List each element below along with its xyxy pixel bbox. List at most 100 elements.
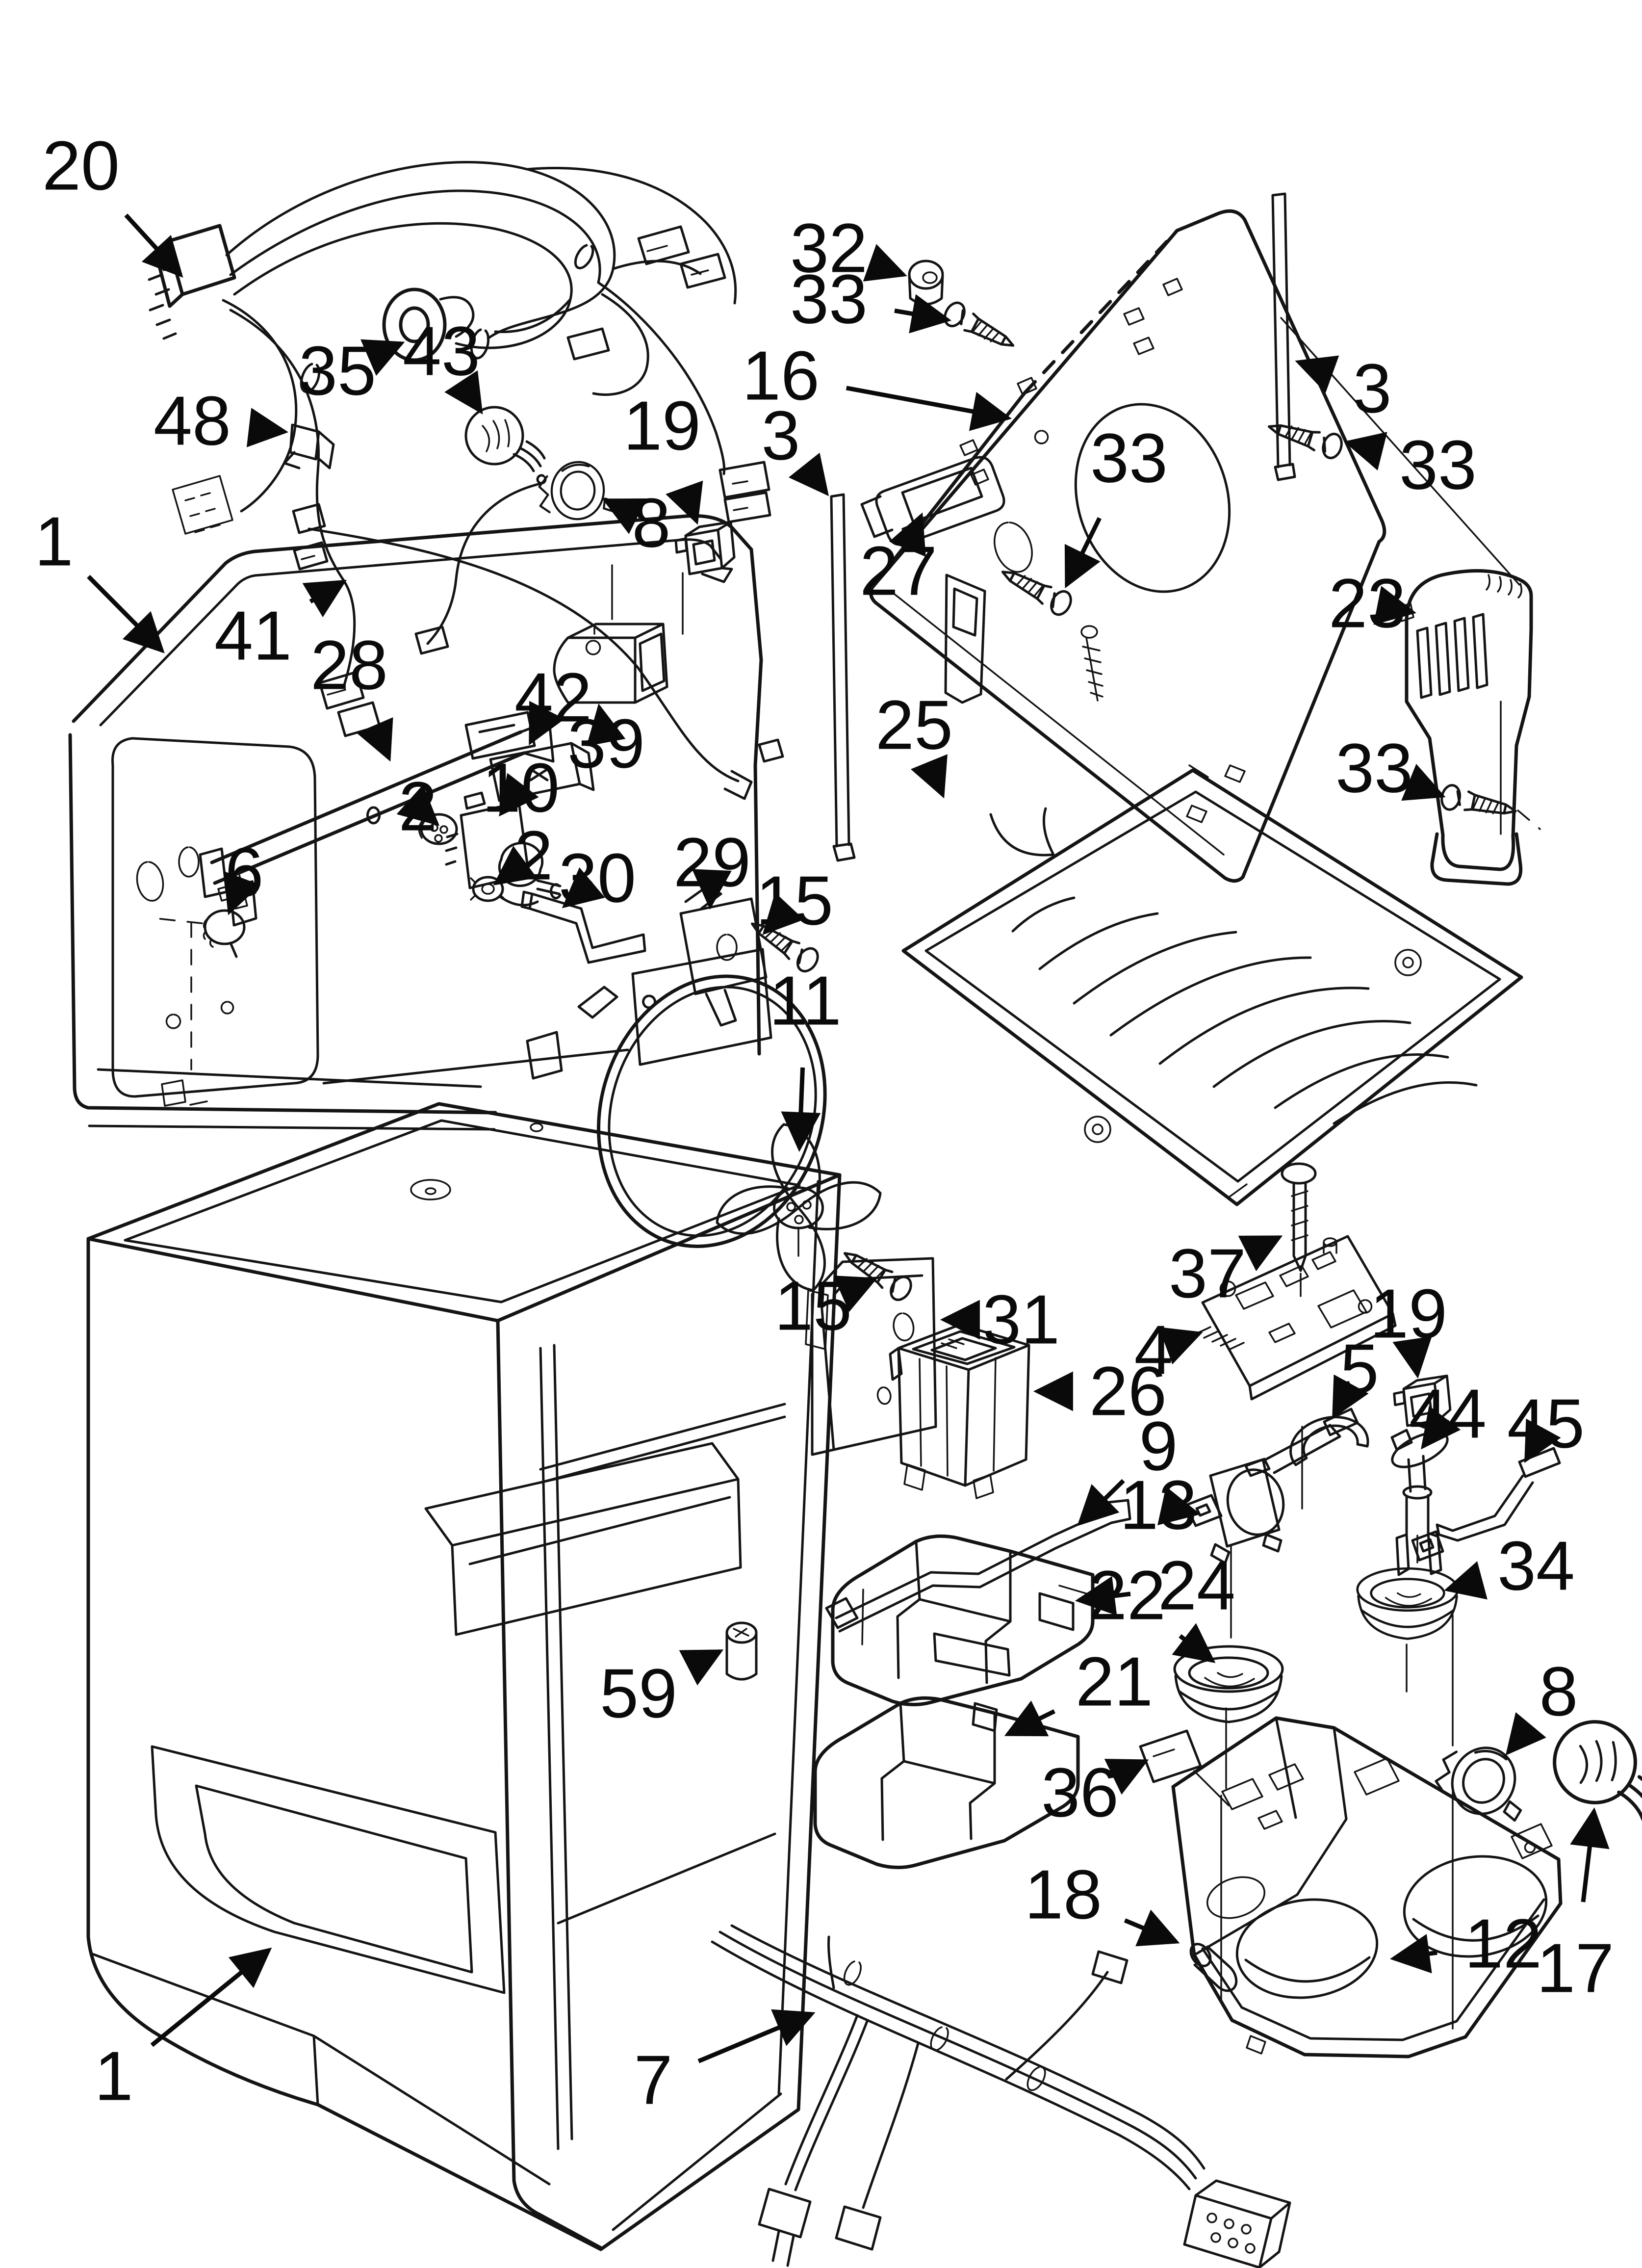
callout-arrow (357, 717, 393, 762)
part-callout-48: 48 (154, 382, 289, 460)
bottom-wiring-harness-drawing (711, 1924, 1291, 2268)
part-callout-3: 3 (762, 397, 829, 496)
part-callout-6: 6 (223, 834, 263, 915)
part-callout-19: 19 (623, 387, 703, 525)
callout-arrow (1570, 1807, 1610, 1903)
callout-arrow (833, 1275, 878, 1312)
callout-arrow (1075, 1576, 1131, 1616)
part-callout-29: 29 (673, 824, 751, 910)
lamp-socket-8b-drawing (1431, 1737, 1534, 1824)
part-callout-35: 35 (299, 332, 405, 410)
part-number-label: 2 (399, 768, 437, 846)
callout-arrow (1064, 517, 1102, 589)
part-number-label: 33 (1335, 730, 1413, 808)
callout-arrow (889, 512, 926, 557)
part-callout-19: 19 (1370, 1275, 1447, 1379)
part-number-label: 1 (35, 503, 74, 581)
part-number-label: 35 (299, 332, 376, 410)
plunger-44-drawing (1390, 1429, 1449, 1576)
part-number-label: 34 (1497, 1527, 1575, 1605)
part-callout-2: 2 (396, 768, 440, 846)
part-callout-2: 2 (493, 817, 553, 895)
part-number-label: 21 (1076, 1643, 1153, 1721)
part-number-label: 7 (634, 2041, 673, 2119)
callout-arrow (1104, 1759, 1149, 1795)
bracket-keyhole-drawing (944, 574, 986, 704)
part-number-label: 13 (1120, 1466, 1197, 1544)
part-number-label: 41 (214, 597, 292, 675)
drain-tray-25-drawing (901, 764, 1523, 1206)
callout-arrow (1401, 764, 1446, 801)
part-callout-9: 9 (1077, 1408, 1178, 1526)
part-callout-16: 16 (742, 337, 1012, 431)
part-callout-39: 39 (567, 704, 645, 783)
spacer-32-drawing (908, 260, 944, 306)
callout-arrow (1124, 1909, 1180, 1947)
part-number-label: 19 (1370, 1275, 1447, 1353)
callout-arrow (846, 386, 1012, 431)
control-board-4-drawing (1195, 1235, 1397, 1401)
part-callout-8: 8 (1505, 1653, 1578, 1756)
callout-arrow (863, 244, 907, 282)
part-callout-41: 41 (214, 579, 347, 675)
part-callout-21: 21 (1004, 1643, 1153, 1737)
part-number-label: 11 (769, 962, 841, 1040)
hanging-screw-drawing (1080, 625, 1103, 702)
part-callout-31: 31 (940, 1281, 1060, 1359)
callout-arrow (586, 704, 626, 747)
callout-arrow (1344, 432, 1387, 470)
callout-arrow (1524, 1418, 1561, 1463)
fuse-18-drawing (1189, 1943, 1238, 1992)
callout-arrow (444, 370, 483, 415)
part-number-label: 43 (403, 313, 480, 391)
part-callout-15: 15 (756, 862, 833, 940)
part-callout-11: 11 (769, 962, 842, 1152)
callout-arrow (562, 867, 605, 909)
part-callout-3: 3 (1295, 350, 1391, 428)
air-duct-24-drawing (831, 1534, 1095, 1707)
part-number-label: 15 (756, 862, 833, 940)
callout-arrow (499, 773, 539, 817)
callout-arrow (1172, 1623, 1216, 1663)
bracket-42-drawing (464, 711, 595, 802)
callout-arrow (1157, 1486, 1201, 1526)
console-group (1139, 1426, 1642, 2059)
part-number-label: 33 (1090, 419, 1168, 497)
callout-arrow (1158, 1327, 1203, 1365)
vent-27-drawing (860, 456, 1005, 546)
callout-arrow (1295, 355, 1339, 393)
callout-arrow (762, 892, 804, 935)
part-number-label: 31 (982, 1281, 1060, 1359)
screw-37-drawing (1281, 1162, 1317, 1297)
part-number-label: 32 (790, 209, 868, 287)
part-number-label: 12 (1464, 1905, 1542, 1983)
callout-arrow (1444, 1561, 1488, 1600)
part-number-label: 23 (1329, 565, 1406, 643)
rear-panel-16-drawing (860, 209, 1386, 883)
callout-arrow (1238, 1235, 1283, 1272)
part-number-label: 8 (1539, 1653, 1578, 1731)
callout-arrow (679, 1649, 724, 1686)
bowl-34-drawing (1358, 1568, 1458, 1639)
part-number-label: 18 (1025, 1856, 1102, 1934)
callout-arrow (1373, 586, 1416, 625)
callout-arrow (692, 869, 732, 910)
control-board-group (1195, 1162, 1450, 1466)
part-callout-44: 44 (1409, 1375, 1487, 1453)
part-number-label: 39 (567, 705, 645, 783)
callout-arrow (223, 871, 261, 915)
part-number-label: 28 (310, 626, 388, 704)
console-12-drawing (1171, 1716, 1563, 2059)
callout-arrow (910, 754, 948, 799)
part-number-label: 37 (1169, 1235, 1246, 1313)
part-number-label: 8 (632, 484, 671, 562)
part-callout-23: 23 (1329, 565, 1416, 643)
part-callout-59: 59 (600, 1649, 724, 1733)
callout-arrow (1004, 1700, 1056, 1737)
part-callout-33: 33 (1344, 426, 1477, 504)
part-number-label: 10 (482, 749, 560, 827)
callout-arrow (528, 701, 565, 746)
part-number-label: 48 (154, 382, 231, 460)
